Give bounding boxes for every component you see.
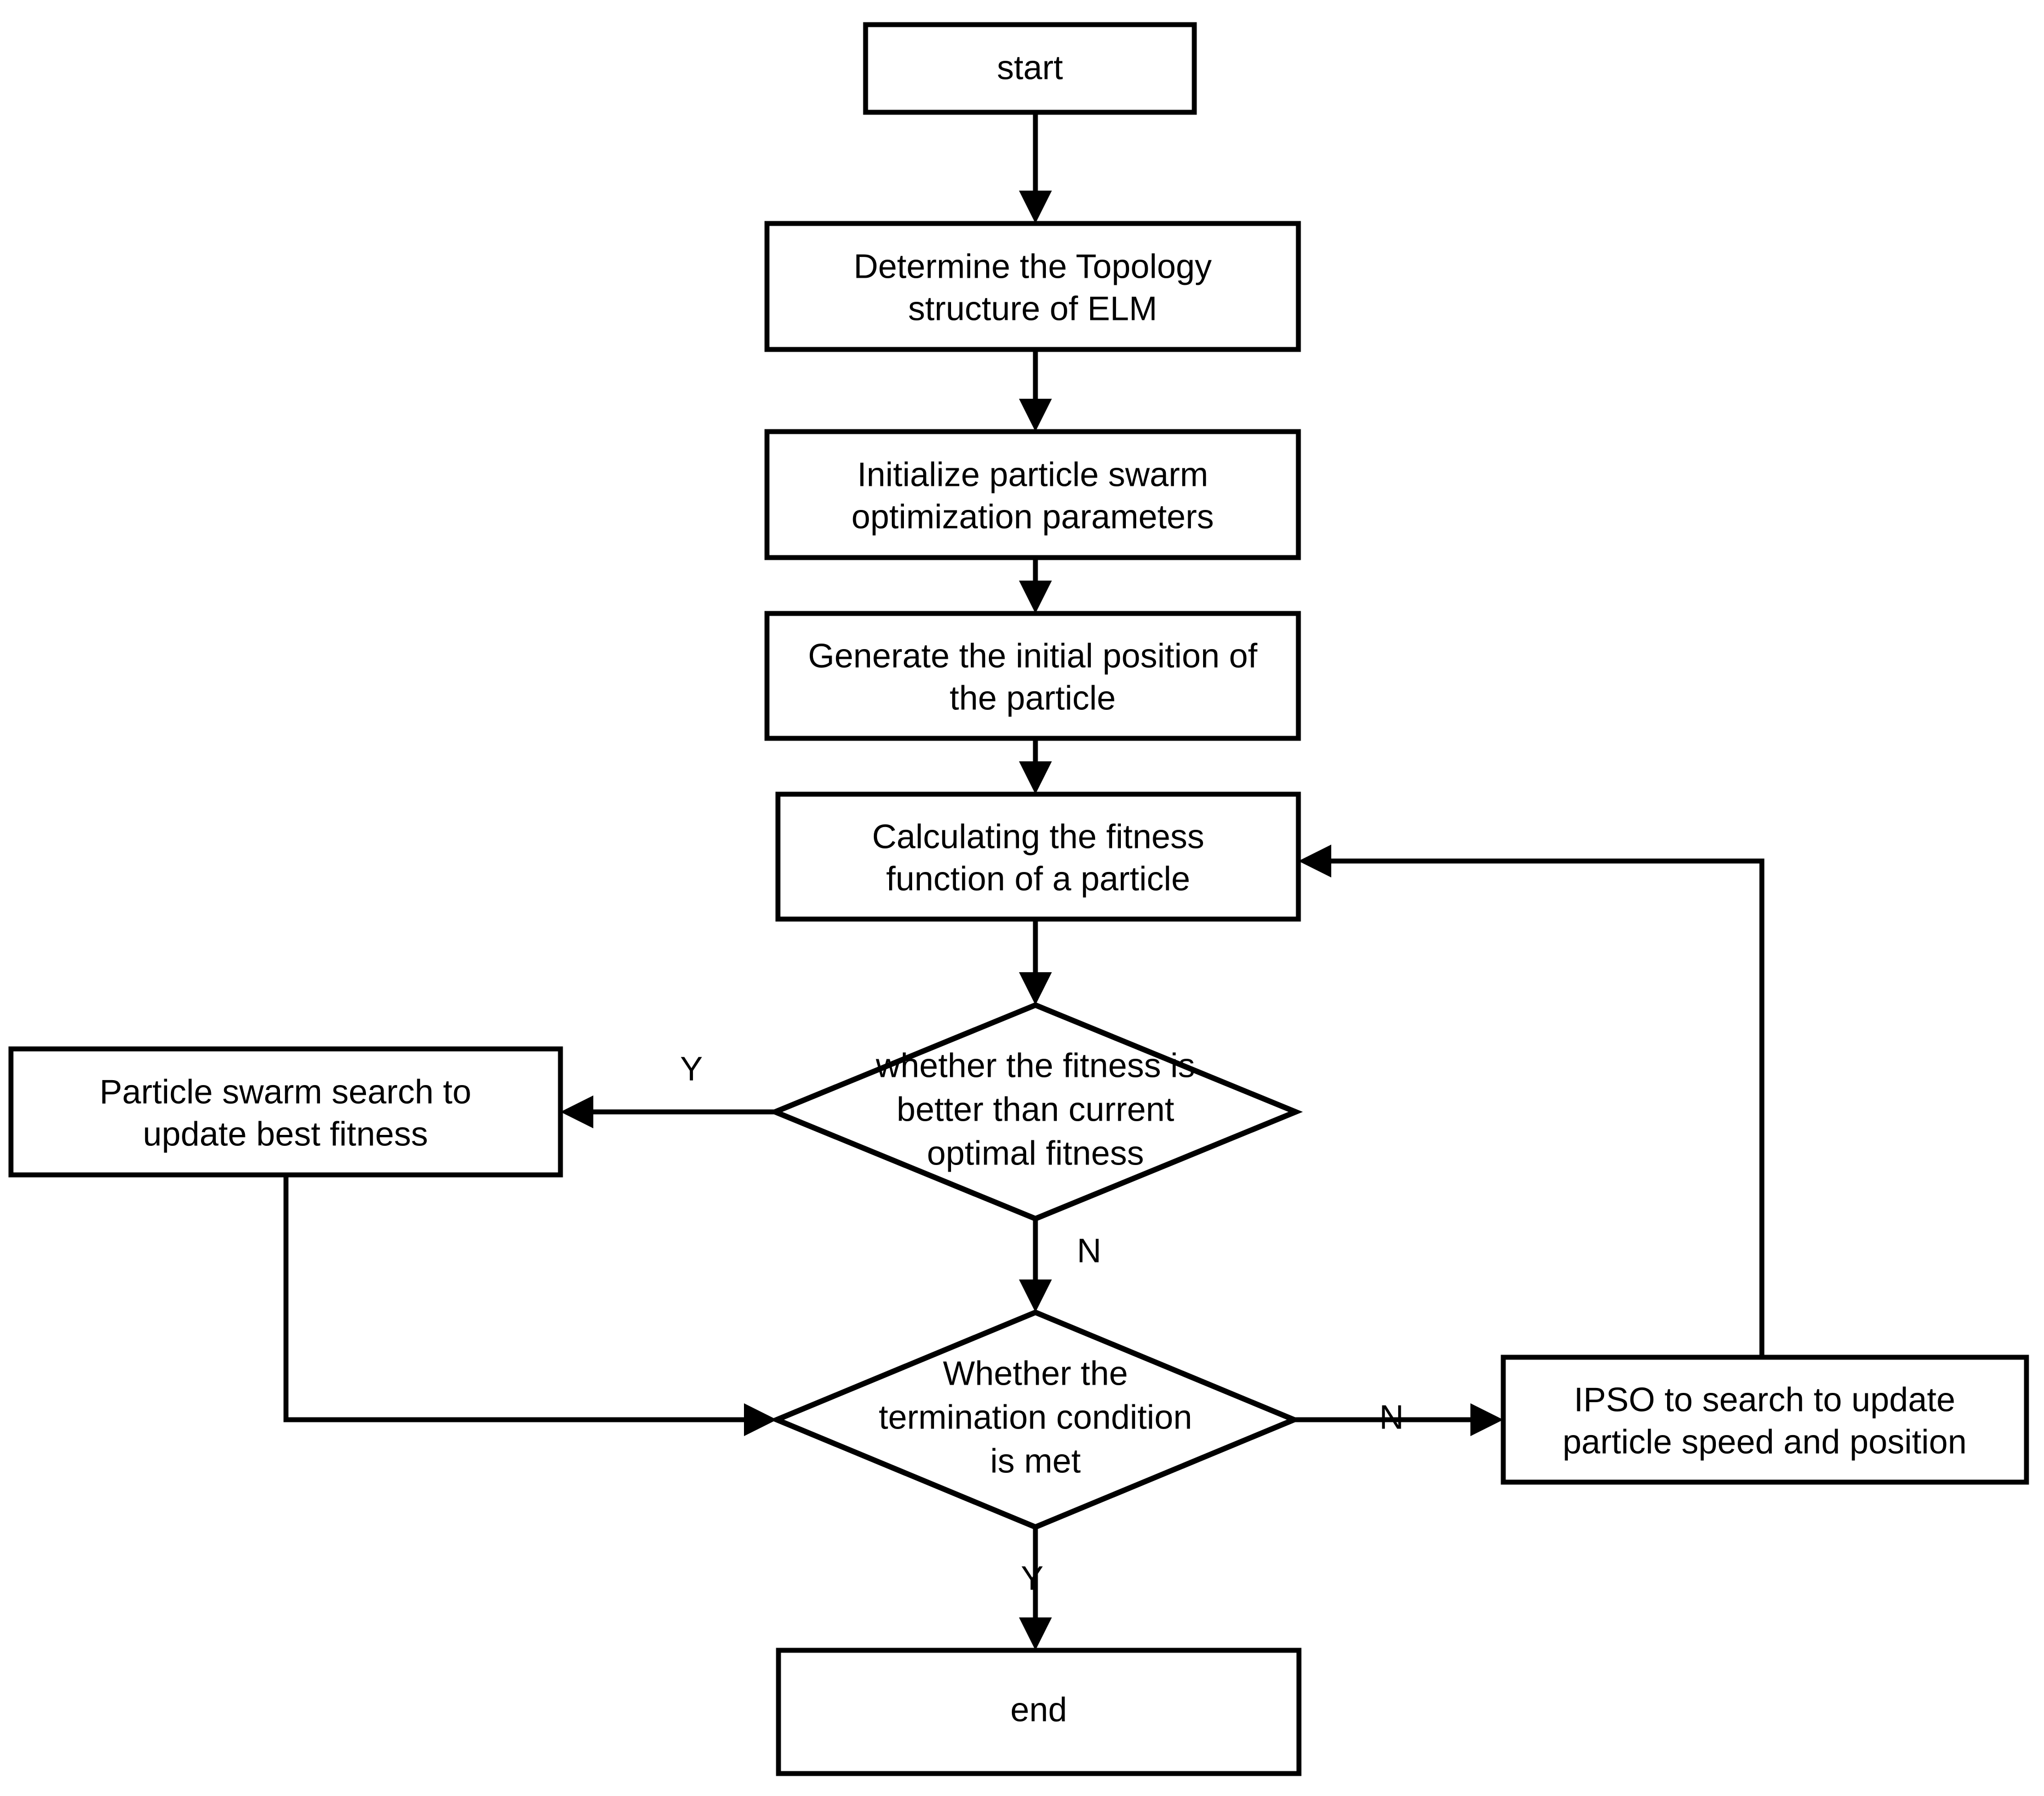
arrowhead-start-to-topology: [1019, 191, 1052, 223]
node-update-best-fitness[interactable]: Particle swarm search to update best fit…: [8, 1046, 563, 1178]
edge-label-yes-end: Y: [1021, 1559, 1043, 1597]
node-label-initialize-pso-line2: optimization parameters: [851, 498, 1214, 536]
edge-line-update-best-to-termination: [283, 1175, 755, 1422]
node-label-determine-topology-line1: Determine the Topology: [854, 248, 1212, 285]
edge-termination-no-to-ipso: N: [1294, 1398, 1503, 1436]
node-label-determine-topology-line2: structure of ELM: [908, 290, 1158, 328]
node-label-generate-initial-position-line1: Generate the initial position of: [808, 637, 1258, 675]
node-label-decision-fitness-better-line2: better than current: [897, 1091, 1175, 1128]
node-shape-determine-topology[interactable]: [764, 221, 1301, 352]
edge-label-yes-update-best: Y: [680, 1050, 702, 1088]
arrowhead-decision2-yes: [1019, 1617, 1052, 1650]
arrowhead-decision1-yes: [560, 1095, 593, 1128]
node-decision-fitness-better[interactable]: whether the fitness is better than curre…: [768, 1002, 1303, 1222]
node-ipso-update[interactable]: IPSO to search to update particle speed …: [1501, 1355, 2029, 1485]
node-shape-decision-termination[interactable]: [769, 1309, 1302, 1530]
nodes-layer: start Determine the Topology structure o…: [8, 22, 2029, 1776]
node-start[interactable]: start: [863, 22, 1197, 115]
node-label-calculating-fitness-line1: Calculating the fitness: [872, 818, 1205, 856]
edges-layer: Y N N: [283, 112, 1765, 1650]
arrowhead-ipso-feedback: [1298, 845, 1331, 877]
node-label-end: end: [1010, 1691, 1067, 1729]
edge-start-to-topology: [1019, 112, 1052, 223]
node-label-update-best-fitness-line2: update best fitness: [143, 1115, 428, 1153]
node-calculating-fitness[interactable]: Calculating the fitness function of a pa…: [775, 791, 1301, 922]
arrowhead-init-pso-to-init-position: [1019, 581, 1052, 613]
node-label-decision-termination-line2: termination condition: [879, 1398, 1192, 1436]
node-label-decision-fitness-better-line3: optimal fitness: [927, 1134, 1144, 1172]
edge-init-position-to-calc-fitness: [1019, 738, 1052, 794]
edge-update-best-to-termination: [283, 1175, 777, 1436]
node-decision-termination[interactable]: Whether the termination condition is met: [769, 1309, 1302, 1530]
arrowhead-decision1-no: [1019, 1279, 1052, 1312]
node-initialize-pso[interactable]: Initialize particle swarm optimization p…: [764, 429, 1301, 560]
node-label-decision-termination-line3: is met: [990, 1442, 1080, 1480]
edge-fitness-better-yes-to-update-best: Y: [560, 1050, 775, 1128]
node-shape-decision-fitness-better[interactable]: [768, 1002, 1303, 1222]
node-shape-calculating-fitness[interactable]: [775, 791, 1301, 922]
node-end[interactable]: end: [776, 1648, 1302, 1776]
arrowhead-update-best-to-termination: [744, 1403, 777, 1436]
edge-line-ipso-feedback: [1320, 858, 1765, 1357]
node-label-generate-initial-position-line2: the particle: [949, 679, 1115, 717]
edge-termination-yes-to-end: Y: [1019, 1527, 1052, 1650]
node-shape-update-best-fitness[interactable]: [8, 1046, 563, 1178]
node-label-initialize-pso-line1: Initialize particle swarm: [857, 456, 1209, 494]
edge-fitness-better-no-to-termination: N: [1019, 1219, 1101, 1312]
node-label-calculating-fitness-line2: function of a particle: [886, 860, 1190, 898]
edge-topology-to-init-pso: [1019, 349, 1052, 432]
node-label-ipso-update-line1: IPSO to search to update: [1574, 1381, 1955, 1419]
edge-label-no-ipso: N: [1379, 1398, 1404, 1436]
edge-calc-fitness-to-fitness-better: [1019, 919, 1052, 1005]
node-shape-ipso-update[interactable]: [1501, 1355, 2029, 1485]
arrowhead-init-position-to-calc-fitness: [1019, 761, 1052, 794]
node-label-start: start: [997, 49, 1063, 87]
node-shape-generate-initial-position[interactable]: [764, 611, 1301, 741]
node-label-update-best-fitness-line1: Particle swarm search to: [100, 1073, 472, 1111]
node-shape-end[interactable]: [776, 1648, 1302, 1776]
node-label-decision-fitness-better-line1: whether the fitness is: [875, 1047, 1195, 1085]
edge-label-no-termination: N: [1077, 1232, 1102, 1270]
node-shape-initialize-pso[interactable]: [764, 429, 1301, 560]
arrowhead-topology-to-init-pso: [1019, 399, 1052, 432]
edge-ipso-to-calc-fitness: [1298, 845, 1765, 1357]
node-label-decision-termination-line1: Whether the: [943, 1355, 1128, 1392]
node-determine-topology[interactable]: Determine the Topology structure of ELM: [764, 221, 1301, 352]
node-label-ipso-update-line2: particle speed and position: [1562, 1423, 1967, 1461]
arrowhead-calc-to-decision1: [1019, 972, 1052, 1005]
node-shape-start[interactable]: [863, 22, 1197, 115]
edge-init-pso-to-init-position: [1019, 558, 1052, 613]
arrowhead-decision2-no: [1470, 1403, 1503, 1436]
node-generate-initial-position[interactable]: Generate the initial position of the par…: [764, 611, 1301, 741]
